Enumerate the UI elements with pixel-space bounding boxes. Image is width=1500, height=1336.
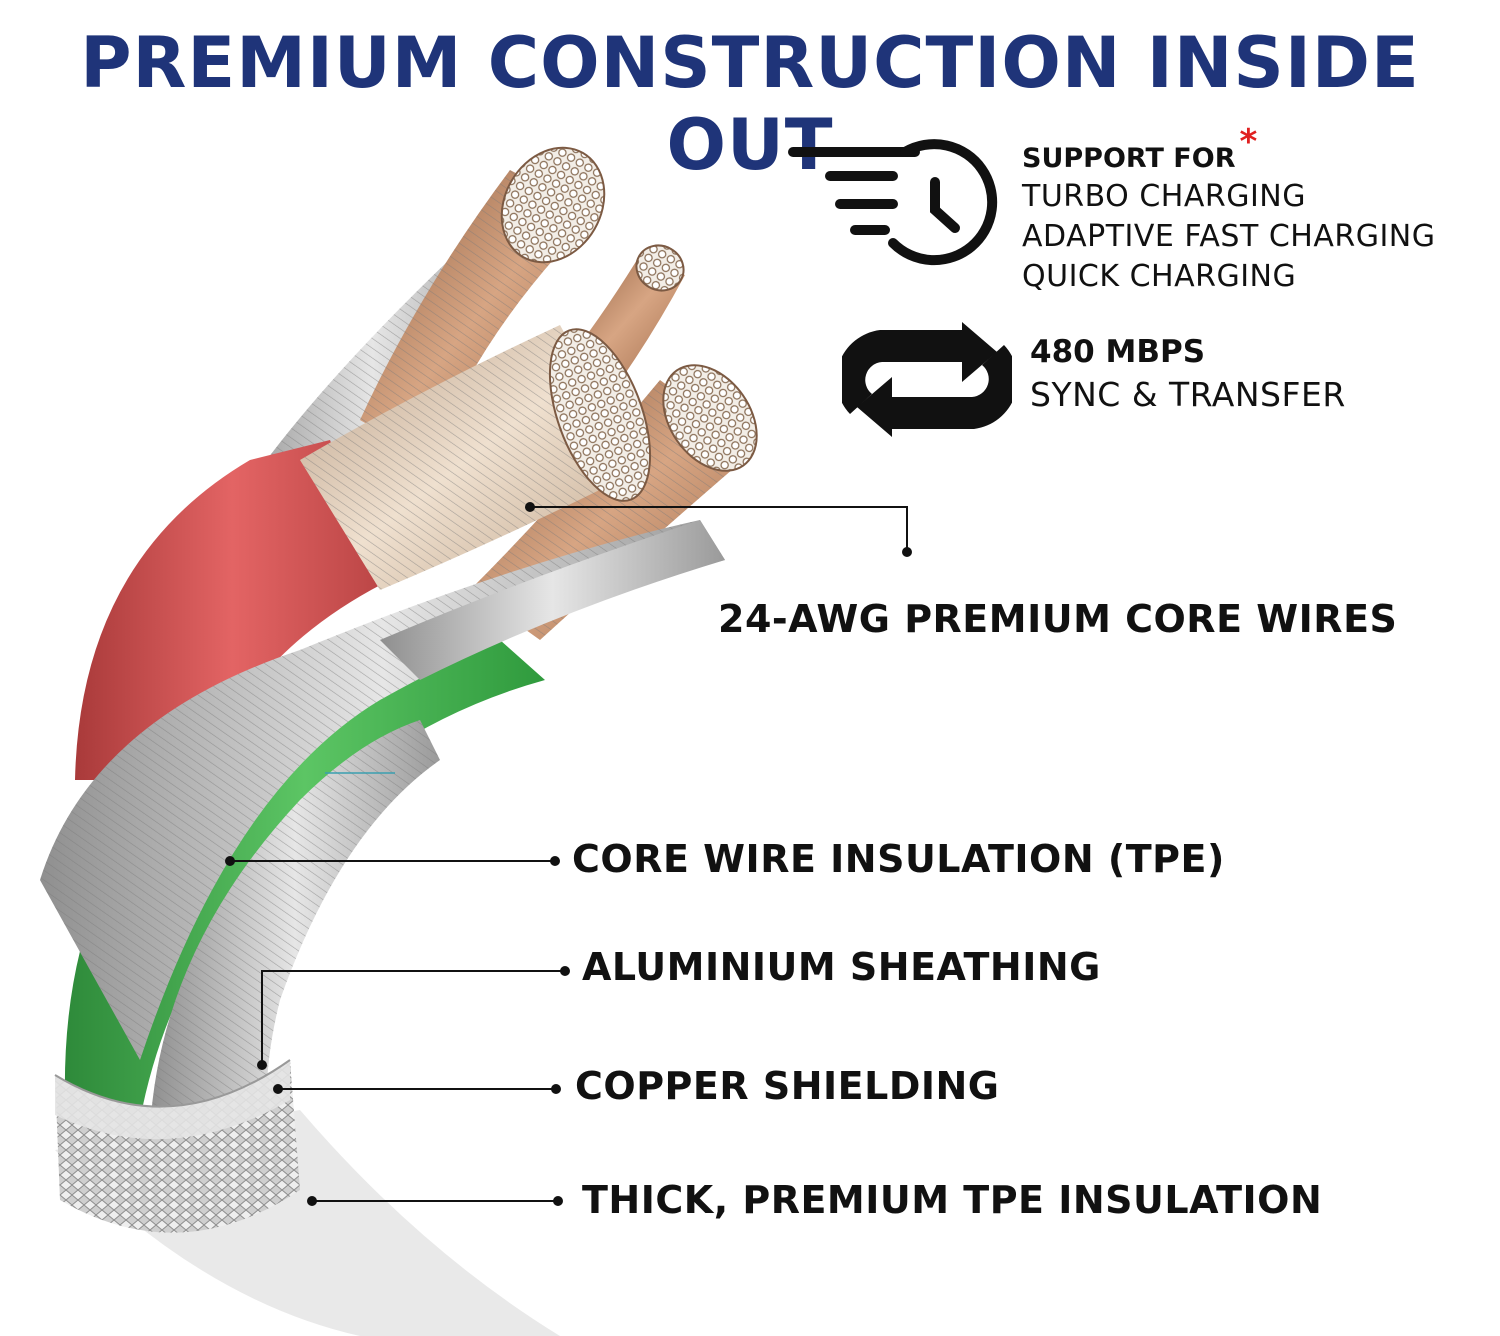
charging-line-adaptive: ADAPTIVE FAST CHARGING <box>1022 219 1436 254</box>
fast-charge-clock-icon <box>788 139 998 266</box>
sync-speed-heading: 480 MBPS <box>1030 334 1206 370</box>
charging-heading-text: SUPPORT FOR <box>1022 143 1236 174</box>
sync-transfer-text: SYNC & TRANSFER <box>1030 375 1346 414</box>
page-title: PREMIUM CONSTRUCTION INSIDE OUT <box>80 22 1420 186</box>
callout-leaders <box>225 502 912 1206</box>
charging-support-block: SUPPORT FOR* TURBO CHARGING ADAPTIVE FAS… <box>1022 124 1436 297</box>
callout-core-insulation: CORE WIRE INSULATION (TPE) <box>572 837 1225 881</box>
callout-copper-shielding: COPPER SHIELDING <box>575 1064 1000 1108</box>
charging-line-turbo: TURBO CHARGING <box>1022 179 1306 214</box>
asterisk-marker: * <box>1239 122 1258 162</box>
callout-aluminium-sheathing: ALUMINIUM SHEATHING <box>582 945 1101 989</box>
sync-arrows-icon <box>842 322 1012 437</box>
callout-tpe-insulation: THICK, PREMIUM TPE INSULATION <box>582 1178 1323 1222</box>
charging-line-quick: QUICK CHARGING <box>1022 259 1297 294</box>
red-core-wire <box>75 440 390 780</box>
sync-transfer-block: 480 MBPS SYNC & TRANSFER <box>1030 333 1346 419</box>
charging-heading: SUPPORT FOR* <box>1022 124 1435 177</box>
callout-core-wires: 24-AWG PREMIUM CORE WIRES <box>718 597 1398 641</box>
